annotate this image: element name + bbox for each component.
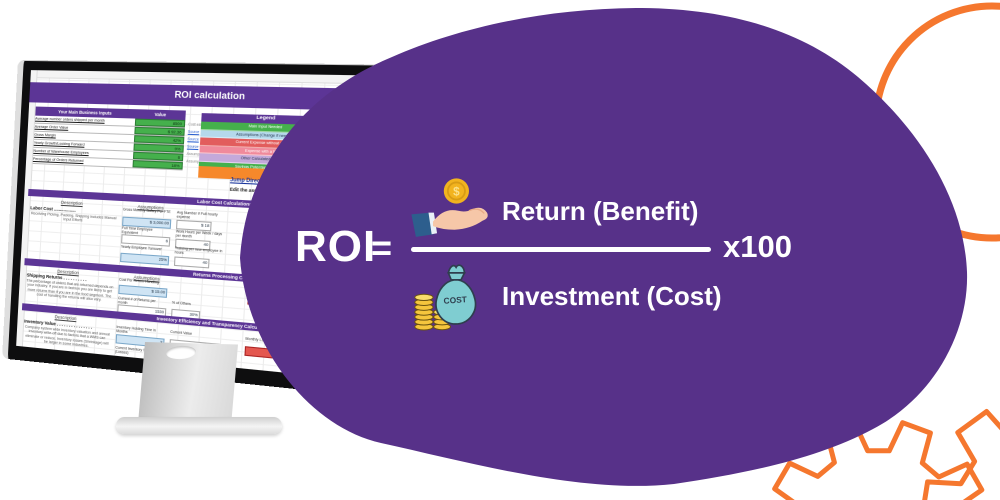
hand-holding-coin-icon: $	[411, 178, 488, 237]
fraction-line	[411, 247, 711, 252]
multiplier-label: x100	[723, 229, 792, 264]
numerator-label: Return (Benefit)	[502, 196, 699, 226]
coin-dollar-glyph: $	[453, 186, 460, 199]
money-bag-and-coins-icon: COST	[414, 264, 477, 331]
roi-label: ROI	[295, 222, 377, 271]
bag-cost-label: COST	[443, 294, 468, 306]
denominator-label: Investment (Cost)	[502, 281, 722, 311]
monitor-stand-base	[116, 417, 282, 434]
gear-icon	[922, 409, 1000, 500]
equals-sign: =	[371, 227, 393, 268]
